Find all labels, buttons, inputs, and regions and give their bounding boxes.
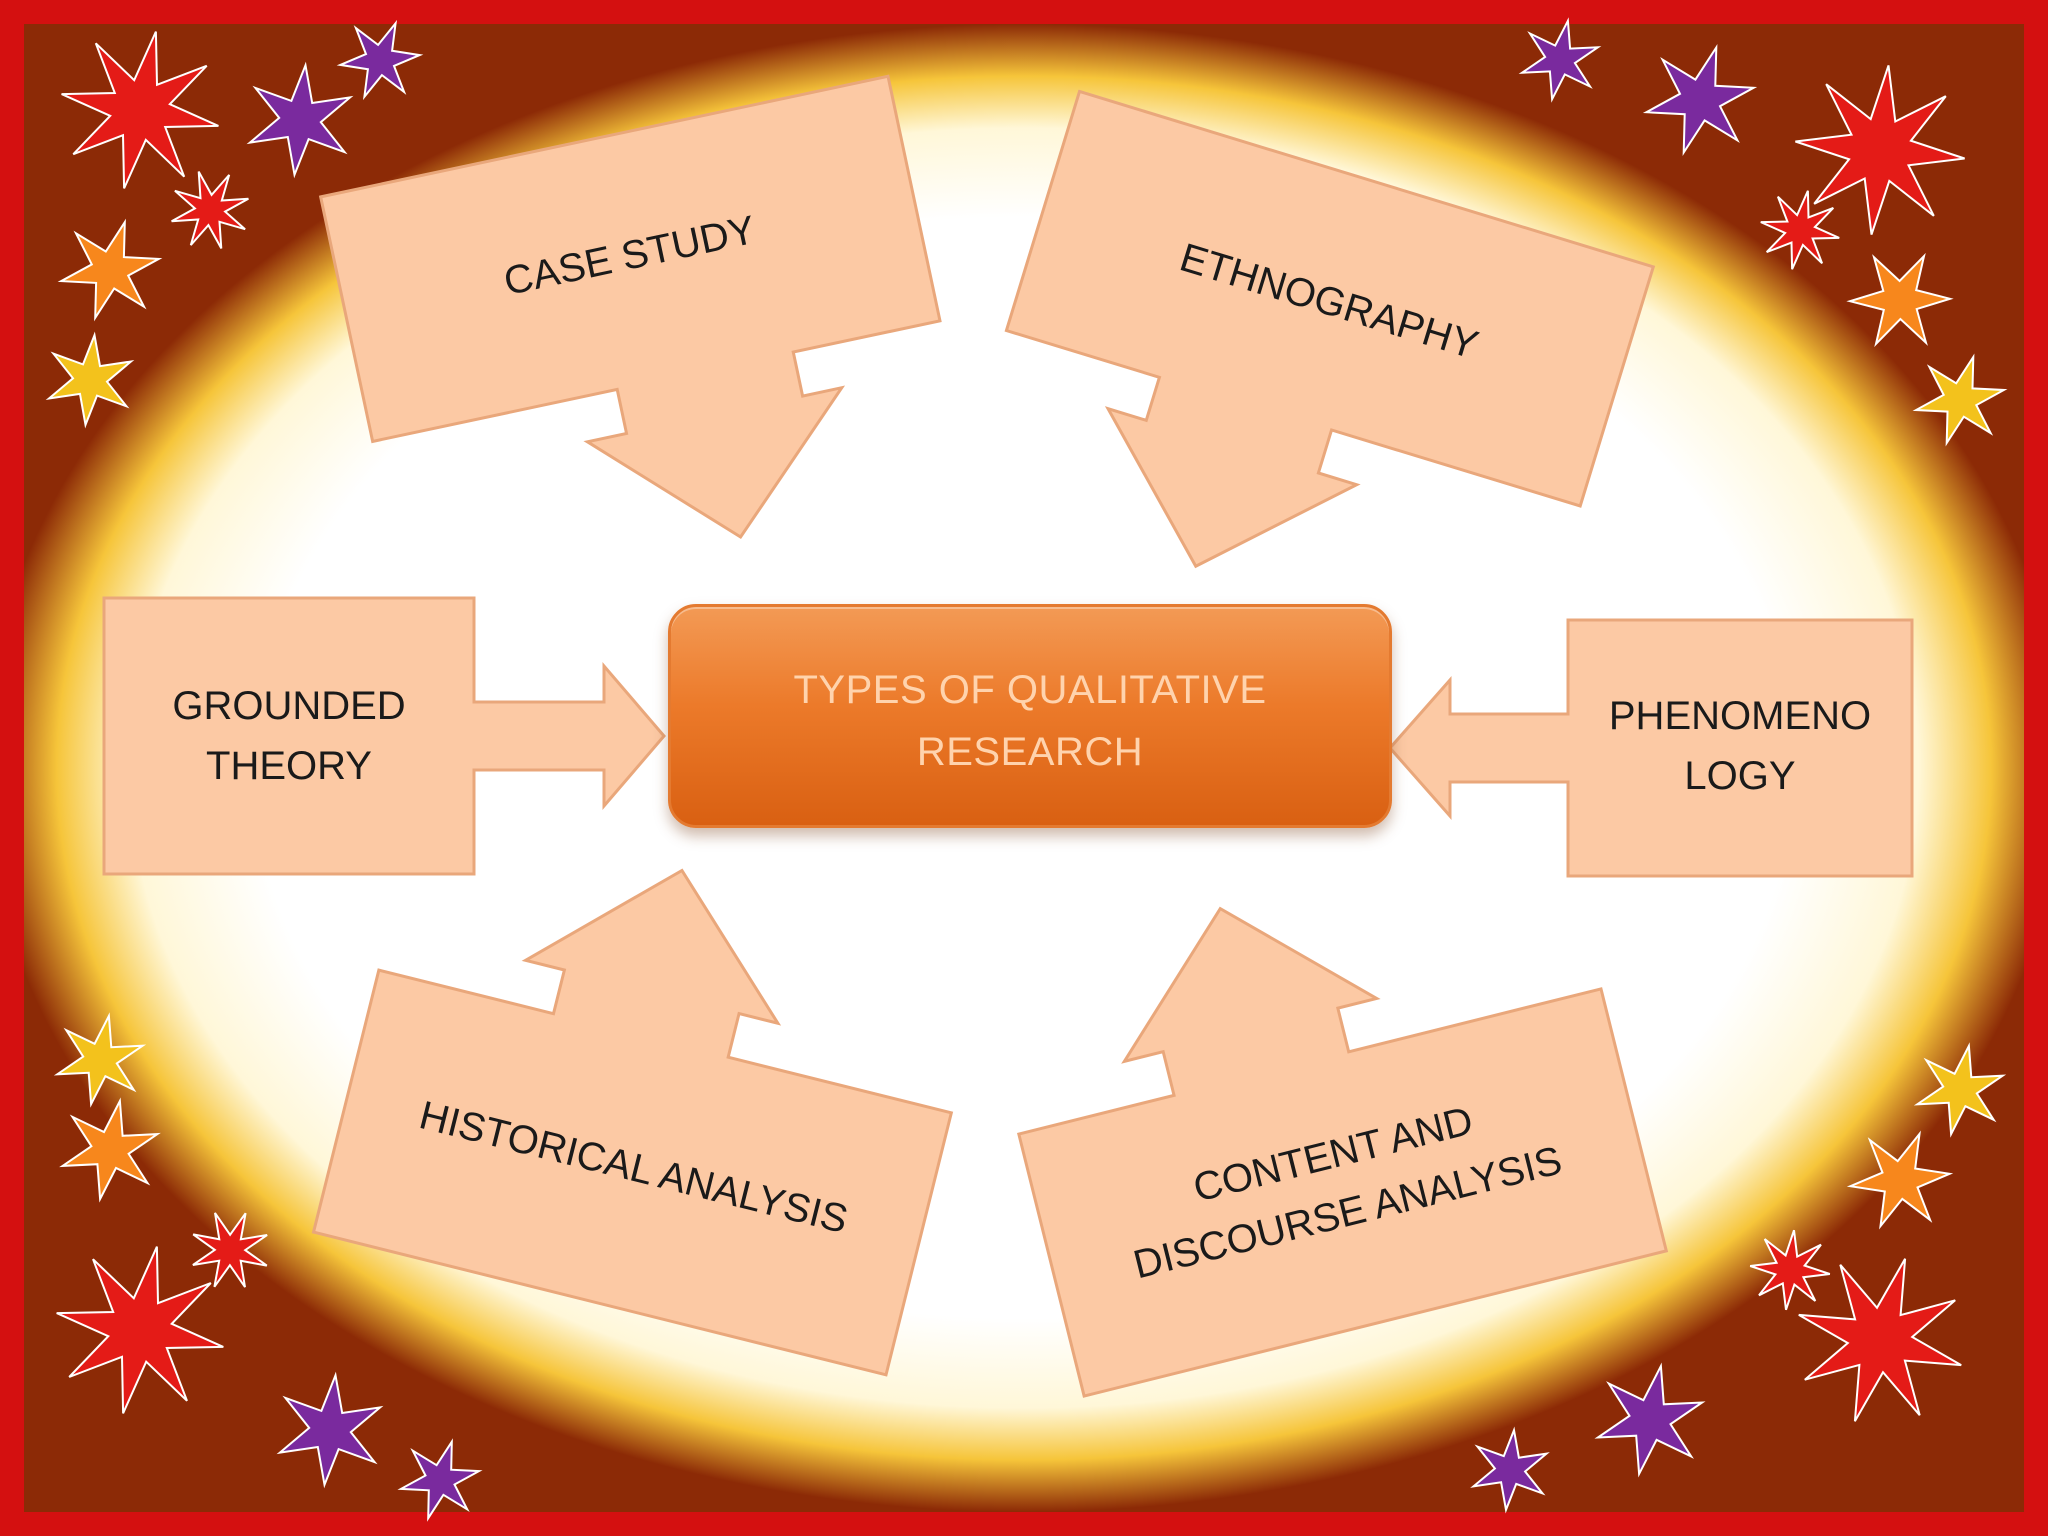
star-icon xyxy=(397,1438,483,1522)
callout-arrow-right xyxy=(102,596,666,876)
star-icon xyxy=(171,171,249,249)
callout-arrow-left xyxy=(1387,618,1914,878)
star-icon xyxy=(1846,252,1954,348)
node-content-discourse-analysis: CONTENT AND DISCOURSE ANALYSIS xyxy=(978,824,1669,1398)
star-icon xyxy=(1795,65,1965,235)
star-icon xyxy=(53,1012,147,1108)
star-icon xyxy=(276,1371,384,1489)
star-icon xyxy=(1642,43,1758,157)
star-icon xyxy=(1846,1130,1954,1230)
center-title: TYPES OF QUALITATIVE RESEARCH xyxy=(793,668,1267,774)
star-icon xyxy=(1798,1258,1962,1422)
star-icon xyxy=(61,31,219,189)
star-icon xyxy=(1912,353,2008,447)
node-ethnography: ETHNOGRAPHY xyxy=(957,89,1656,668)
node-grounded-theory: GROUNDED THEORY xyxy=(102,596,666,876)
star-icon xyxy=(45,331,135,429)
star-icon xyxy=(1594,1362,1706,1478)
node-label: PHENOMENO LOGY xyxy=(1608,694,1872,798)
star-icon xyxy=(57,218,163,322)
callout-arrow-down xyxy=(318,74,942,540)
star-icon xyxy=(1760,190,1840,270)
node-historical-analysis: HISTORICAL ANALYSIS xyxy=(311,805,993,1377)
star-icon xyxy=(1913,1042,2007,1138)
node-case-study: CASE STUDY xyxy=(318,74,976,607)
star-icon xyxy=(59,1097,161,1203)
star-icon xyxy=(192,1212,268,1288)
star-icon xyxy=(1749,1229,1831,1311)
star-icon xyxy=(1470,1426,1550,1514)
star-icon xyxy=(1518,17,1602,103)
star-icon xyxy=(56,1246,224,1414)
node-phenomenology: PHENOMENO LOGY xyxy=(1387,618,1914,878)
star-icon xyxy=(246,61,354,179)
node-label: GROUNDED THEORY xyxy=(172,684,406,788)
callout-arrow-up xyxy=(311,868,954,1377)
center-node: TYPES OF QUALITATIVE RESEARCH xyxy=(668,604,1392,828)
callout-arrow-down xyxy=(1004,89,1656,569)
callout-arrow-up xyxy=(1016,906,1669,1398)
star-icon xyxy=(336,19,424,101)
